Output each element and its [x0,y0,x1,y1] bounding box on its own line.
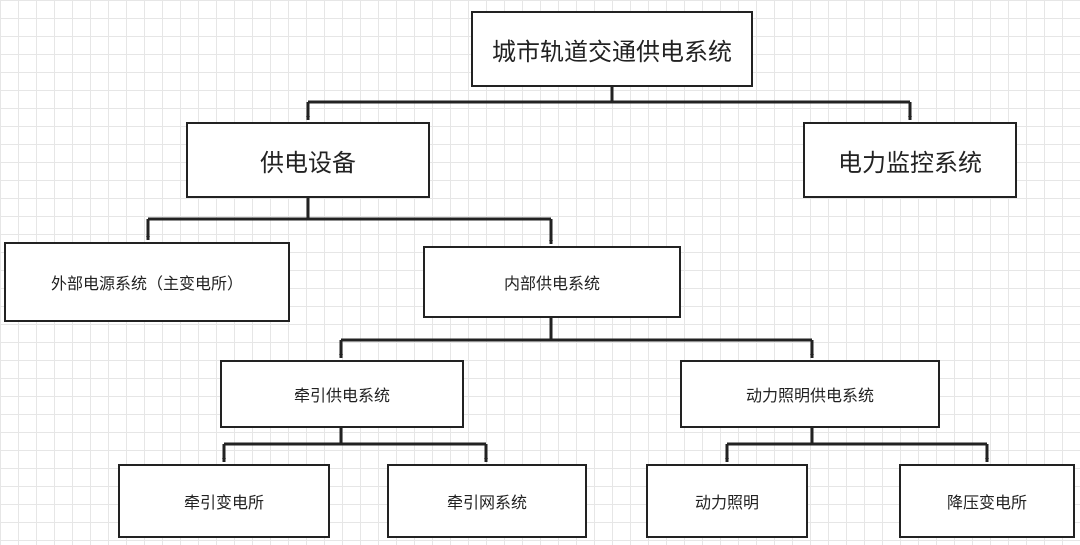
node-supply-equipment: 供电设备 [186,122,430,198]
node-traction-substation: 牵引变电所 [118,464,330,538]
node-lighting-power: 动力照明供电系统 [680,360,940,428]
node-power-lighting: 动力照明 [646,464,808,538]
node-internal-power: 内部供电系统 [423,246,681,318]
node-power-monitoring: 电力监控系统 [803,122,1017,198]
node-root: 城市轨道交通供电系统 [471,11,753,87]
node-external-power: 外部电源系统（主变电所） [4,242,290,322]
node-traction-power: 牵引供电系统 [220,360,464,428]
node-step-down-substation: 降压变电所 [899,464,1075,538]
node-traction-network: 牵引网系统 [387,464,587,538]
